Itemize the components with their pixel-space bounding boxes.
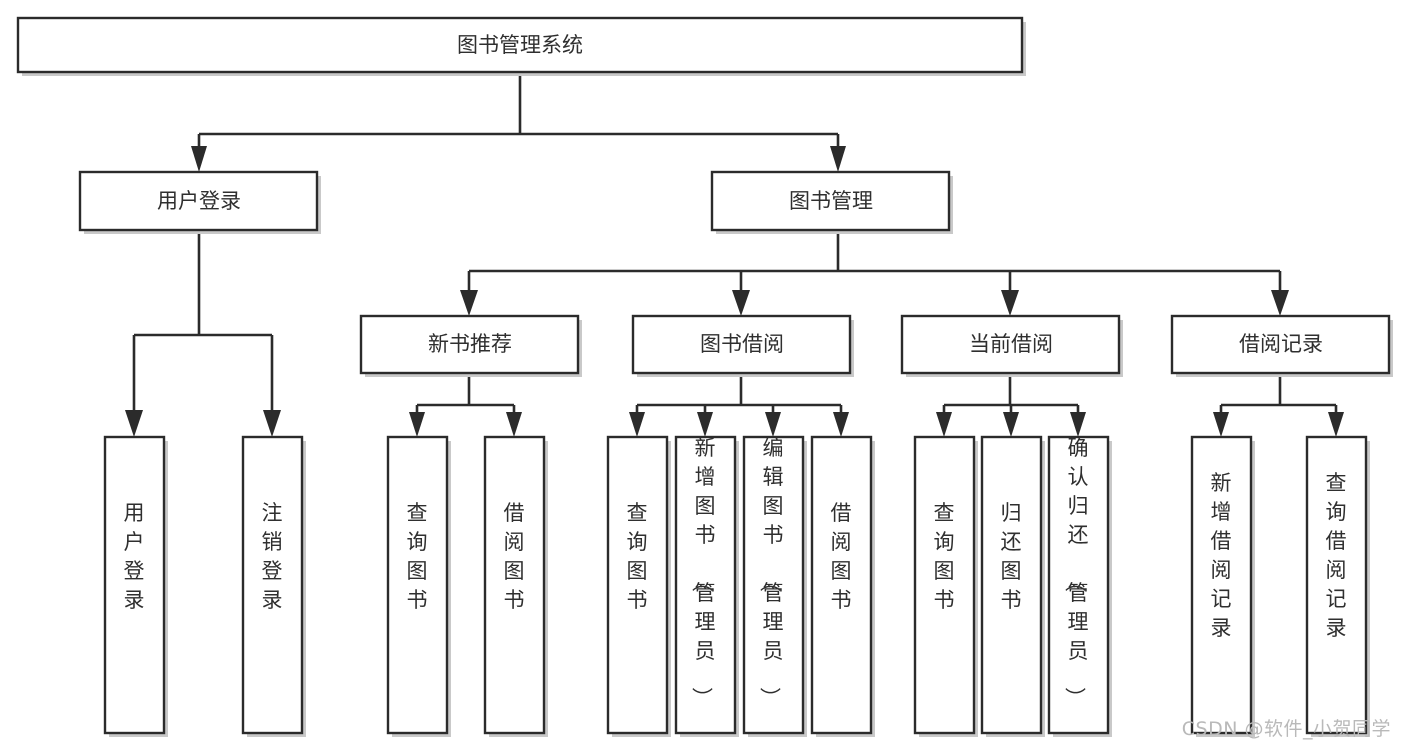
node-book-borrow-rect [631, 314, 852, 375]
leaf-query-book-newbook-label: 查询图书 [407, 501, 428, 612]
leaf-query-borrow-record-rect [1305, 435, 1368, 735]
node-borrow-record-label: 借阅记录 [1239, 332, 1323, 356]
arrow-head-bookborrow-leaf-1 [629, 412, 645, 437]
arrow-head-borrowrecord-leaf-1 [1213, 412, 1229, 437]
leaf-query-book-borrow[interactable]: 查询图书 [606, 435, 671, 737]
leaf-logout[interactable]: 注销登录 [241, 435, 306, 737]
leaf-borrow-book-bookborrow[interactable]: 借阅图书 [810, 435, 875, 737]
arrow-head-newbook-leaf-2 [506, 412, 522, 437]
arrow-head-currentborrow-leaf-3 [1070, 412, 1086, 437]
node-book-manage-rect [710, 170, 951, 232]
node-book-borrow-label: 图书借阅 [700, 332, 784, 356]
leaf-borrow-book-newbook-label: 借阅图书 [504, 501, 525, 612]
leaf-query-book-newbook[interactable]: 查询图书 [386, 435, 451, 737]
leaf-add-borrow-record[interactable]: 新增借阅记录 [1190, 435, 1255, 737]
node-borrow-record-rect [1170, 314, 1391, 375]
leaf-edit-book-admin-rect [742, 435, 805, 735]
leaf-borrow-book-newbook-rect [483, 435, 546, 735]
leaf-add-book-admin-label: 新增图书（管理员） [690, 436, 716, 708]
leaf-return-book-rect [980, 435, 1043, 735]
node-root-label: 图书管理系统 [457, 33, 583, 57]
node-current-borrow[interactable]: 当前借阅 [900, 314, 1123, 377]
leaf-return-book-label: 归还图书 [1001, 501, 1022, 612]
leaf-add-book-admin-rect [674, 435, 737, 735]
leaf-edit-book-admin-label: 编辑图书（管理员） [758, 436, 784, 708]
arrow-head-book-borrow [732, 290, 750, 316]
leaf-query-book-current-label: 查询图书 [934, 501, 955, 612]
leaf-borrow-book-newbook[interactable]: 借阅图书 [483, 435, 548, 737]
connector-layer [125, 72, 1344, 437]
node-root-rect [16, 16, 1024, 74]
leaf-add-book-admin[interactable]: 新增图书（管理员） [674, 435, 739, 737]
node-borrow-record[interactable]: 借阅记录 [1170, 314, 1393, 377]
arrow-head-user-login [191, 146, 207, 172]
leaf-query-book-newbook-rect [386, 435, 449, 735]
node-user-login-rect [78, 170, 319, 232]
arrow-head-bookborrow-leaf-2 [697, 412, 713, 437]
leaf-return-book[interactable]: 归还图书 [980, 435, 1045, 737]
leaf-user-login-rect [103, 435, 166, 735]
node-current-borrow-label: 当前借阅 [969, 332, 1053, 356]
leaf-confirm-return-admin-label: 确认归还（管理员） [1063, 436, 1089, 708]
leaf-add-borrow-record-rect [1190, 435, 1253, 735]
node-user-login-label: 用户登录 [157, 189, 241, 213]
node-book-manage[interactable]: 图书管理 [710, 170, 953, 234]
leaf-add-borrow-record-label: 新增借阅记录 [1211, 471, 1232, 640]
arrow-head-currentborrow-leaf-1 [936, 412, 952, 437]
node-new-book-recommend-rect [359, 314, 580, 375]
leaf-query-book-current-rect [913, 435, 976, 735]
leaf-query-borrow-record[interactable]: 查询借阅记录 [1305, 435, 1370, 737]
arrow-head-currentborrow-leaf-2 [1003, 412, 1019, 437]
arrow-head-book-manage [830, 146, 846, 172]
csdn-watermark: CSDN @软件_小贺同学 [1181, 718, 1391, 740]
node-user-login[interactable]: 用户登录 [78, 170, 321, 234]
leaf-edit-book-admin[interactable]: 编辑图书（管理员） [742, 435, 807, 737]
arrow-head-bookborrow-leaf-3 [765, 412, 781, 437]
leaf-confirm-return-admin[interactable]: 确认归还（管理员） [1047, 435, 1112, 737]
leaf-query-book-current[interactable]: 查询图书 [913, 435, 978, 737]
node-new-book-recommend[interactable]: 新书推荐 [359, 314, 582, 377]
arrow-head-current-borrow [1001, 290, 1019, 316]
arrow-head-leaf-user-login [125, 410, 143, 437]
leaf-query-book-borrow-rect [606, 435, 669, 735]
leaf-borrow-book-bookborrow-rect [810, 435, 873, 735]
node-book-manage-label: 图书管理 [789, 189, 873, 213]
arrow-head-borrow-record [1271, 290, 1289, 316]
node-new-book-recommend-label: 新书推荐 [428, 332, 512, 356]
arrow-head-new-book [460, 290, 478, 316]
arrow-head-borrowrecord-leaf-2 [1328, 412, 1344, 437]
node-current-borrow-rect [900, 314, 1121, 375]
leaf-user-login[interactable]: 用户登录 [103, 435, 168, 737]
leaf-logout-label: 注销登录 [262, 501, 283, 612]
leaf-query-borrow-record-label: 查询借阅记录 [1326, 471, 1347, 640]
arrow-head-newbook-leaf-1 [409, 412, 425, 437]
leaf-borrow-book-bookborrow-label: 借阅图书 [831, 501, 852, 612]
arrow-head-bookborrow-leaf-4 [833, 412, 849, 437]
node-root[interactable]: 图书管理系统 [16, 16, 1026, 76]
leaf-user-login-label: 用户登录 [124, 501, 145, 612]
leaf-confirm-return-admin-rect [1047, 435, 1110, 735]
node-book-borrow[interactable]: 图书借阅 [631, 314, 854, 377]
leaf-logout-rect [241, 435, 304, 735]
arrow-head-leaf-logout [263, 410, 281, 437]
leaf-query-book-borrow-label: 查询图书 [627, 501, 648, 612]
